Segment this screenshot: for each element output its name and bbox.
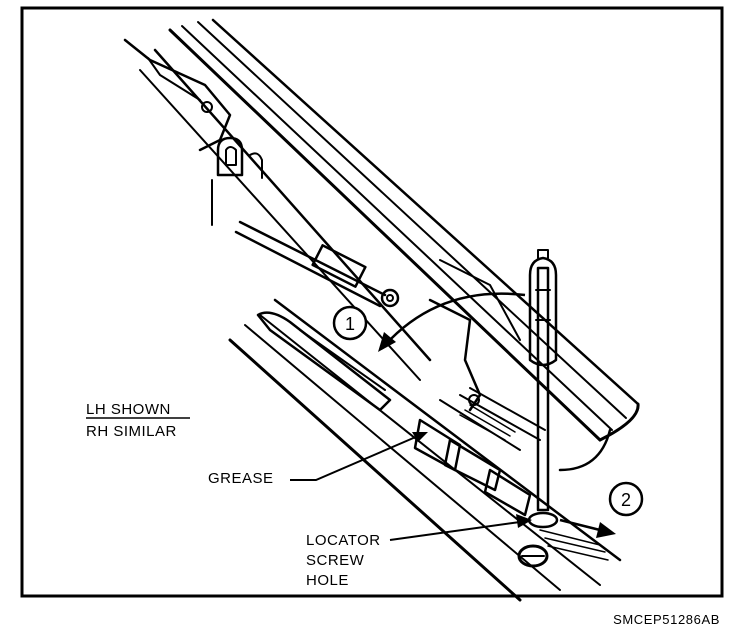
locator-label-line1: LOCATOR: [306, 532, 381, 549]
callout-1-number: 1: [345, 314, 355, 334]
seat-track-illustration: [123, 18, 640, 602]
figure-frame: [20, 6, 724, 598]
arrow-2: [559, 518, 601, 532]
locator-label-line2: SCREW: [306, 552, 365, 569]
grease-leader: [290, 435, 419, 481]
figure-code: SMCEP51286AB: [613, 612, 720, 627]
callout-1: 1: [332, 305, 368, 341]
locator-label-line3: HOLE: [306, 572, 349, 589]
locator-leader: [389, 521, 521, 541]
callout-2: 2: [608, 481, 644, 517]
callout-1-circle: [332, 305, 368, 341]
callout-2-circle: [608, 481, 644, 517]
lh-shown-label: LH SHOWN: [86, 401, 171, 418]
arrow-2-head: [596, 522, 616, 538]
callout-2-number: 2: [621, 490, 631, 510]
arrow-1: [384, 292, 526, 346]
locator-leader-head: [516, 514, 532, 528]
rh-similar-label: RH SIMILAR: [86, 423, 177, 440]
arrow-1-head: [378, 332, 396, 352]
grease-label: GREASE: [208, 470, 274, 487]
grease-leader-head: [412, 432, 428, 442]
